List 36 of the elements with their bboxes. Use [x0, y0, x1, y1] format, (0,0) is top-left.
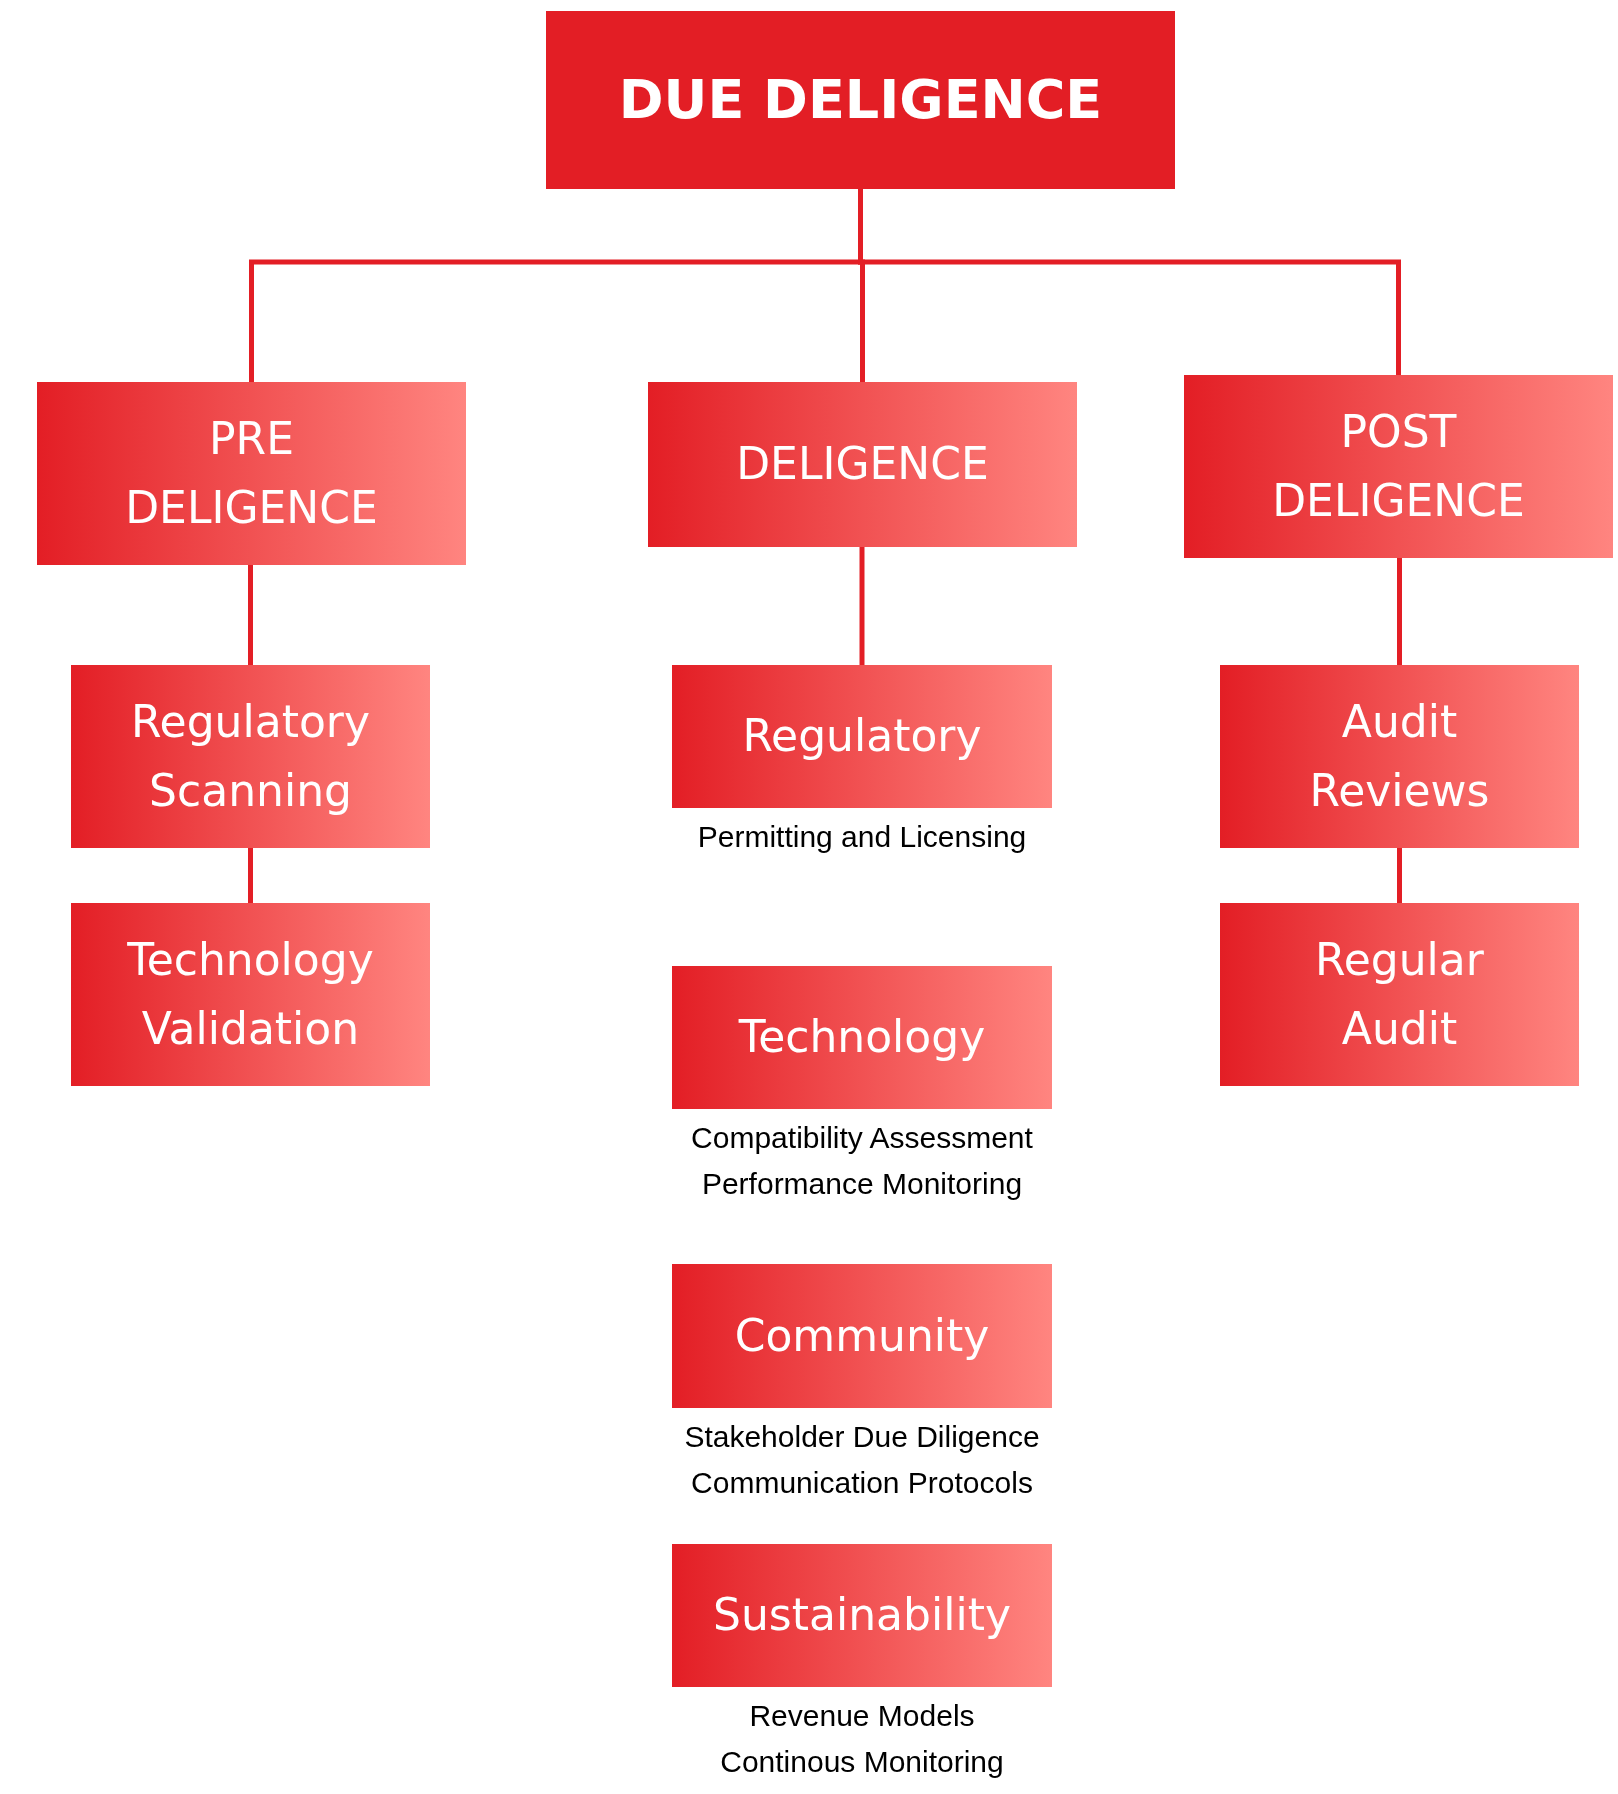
category-box [672, 665, 1052, 808]
item-description: Stakeholder Due Diligence [683, 1419, 1041, 1455]
box-label: DUE DELIGENCE [617, 67, 1104, 134]
item-description: Permitting and Licensing [696, 819, 1028, 855]
box-label: Technology [737, 1010, 987, 1065]
category-box [672, 1264, 1052, 1408]
item-description: Communication Protocols [690, 1465, 1034, 1501]
category-box [648, 382, 1077, 547]
title-box [546, 11, 1175, 189]
box-label: Sustainability [712, 1588, 1012, 1643]
box-label: POST DELIGENCE [1271, 405, 1526, 528]
category-box [672, 966, 1052, 1109]
item-description: Performance Monitoring [700, 1166, 1024, 1202]
category-box [71, 665, 430, 848]
category-box [1220, 903, 1579, 1086]
category-box [1184, 375, 1613, 558]
connector-line [248, 565, 253, 665]
item-description: Compatibility Assessment [690, 1120, 1034, 1156]
box-label: Technology Validation [126, 933, 375, 1056]
connector-line [1397, 848, 1402, 903]
box-label: Regulatory [741, 709, 983, 764]
item-description: Continous Monitoring [719, 1744, 1005, 1780]
connector-line [1397, 558, 1402, 665]
category-box [1220, 665, 1579, 848]
box-label: PRE DELIGENCE [124, 412, 379, 535]
category-box [71, 903, 430, 1086]
item-description: Revenue Models [748, 1698, 976, 1734]
box-label: Community [733, 1308, 991, 1363]
box-label: Regular Audit [1314, 933, 1485, 1056]
connector-line [859, 547, 865, 665]
box-label: Regulatory Scanning [130, 695, 371, 818]
box-label: DELIGENCE [735, 437, 990, 492]
box-label: Audit Reviews [1308, 695, 1491, 818]
category-box [37, 382, 466, 565]
category-box [672, 1544, 1052, 1687]
connector-line [248, 848, 253, 903]
